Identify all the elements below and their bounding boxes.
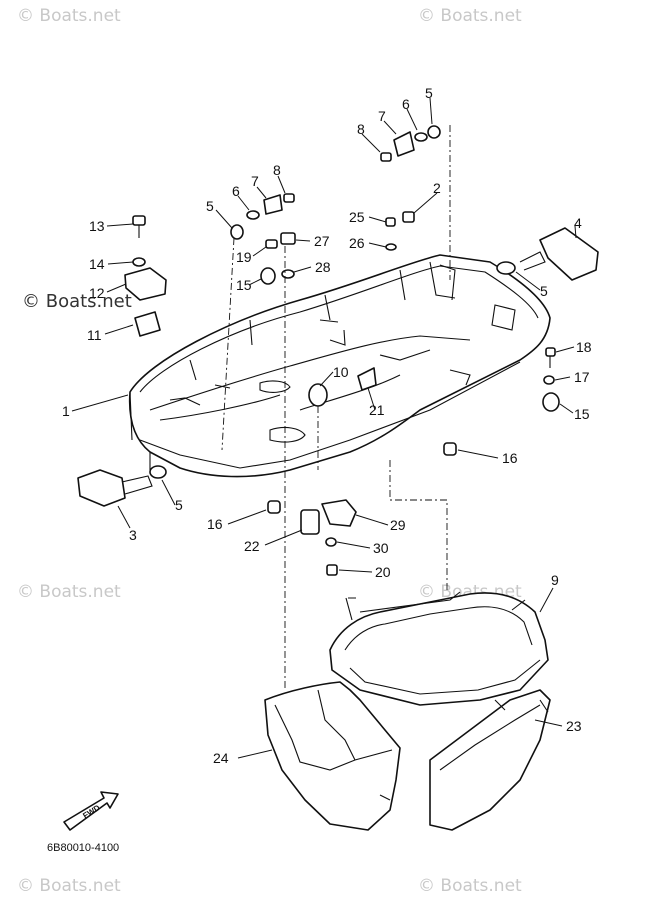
damper-15-a (260, 267, 276, 285)
washer-17 (543, 375, 555, 385)
clamp-bracket-4 (519, 227, 599, 281)
callout-22: 22 (244, 538, 260, 554)
watermark-top-right: © Boats.net (418, 6, 522, 26)
assembly-lines (221, 125, 451, 690)
callout-19: 19 (236, 249, 252, 265)
watermark-bottom-right: © Boats.net (418, 876, 522, 896)
callout-30: 30 (373, 540, 389, 556)
callout-15-a: 15 (236, 277, 252, 293)
washer-6-a (246, 210, 260, 220)
callout-1: 1 (62, 403, 70, 419)
fwd-arrow-icon: FWD (63, 791, 119, 831)
callout-28: 28 (315, 259, 331, 275)
callout-23: 23 (566, 718, 582, 734)
watermark-left-dark: © Boats.net (22, 291, 132, 312)
bolt-8-b (380, 152, 392, 162)
callout-6-b: 6 (402, 96, 410, 112)
callout-25: 25 (349, 209, 365, 225)
washer-28 (281, 269, 295, 279)
bolt-18 (545, 347, 556, 368)
washer-14 (132, 257, 146, 267)
bracket-7-b (393, 131, 415, 157)
damper-15-b (542, 392, 560, 412)
grommet-5-right (496, 261, 516, 275)
callout-3: 3 (129, 527, 137, 543)
watermark-mid-left: © Boats.net (17, 582, 121, 602)
clip-21 (357, 367, 377, 391)
callout-13: 13 (89, 218, 105, 234)
bracket-7-a (263, 194, 283, 215)
callout-8-b: 8 (357, 121, 365, 137)
clamp-bracket-3 (77, 469, 153, 507)
lower-cover-right-23 (429, 689, 551, 831)
screw-16-b (267, 500, 281, 514)
grommet-11 (134, 311, 161, 337)
callout-7-a: 7 (251, 173, 259, 189)
callout-24: 24 (213, 750, 229, 766)
screw-16-a (443, 442, 457, 456)
callout-15-b: 15 (574, 406, 590, 422)
holder-12 (124, 267, 167, 301)
callout-11: 11 (87, 327, 102, 343)
callout-8-a: 8 (273, 162, 281, 178)
bolt-25 (385, 217, 396, 227)
callout-14: 14 (89, 256, 105, 272)
diagram-code: 6B80010-4100 (47, 842, 120, 854)
bottom-cowling-pan (128, 254, 551, 478)
grommet-5-top (230, 224, 244, 240)
callout-27: 27 (314, 233, 330, 249)
seal-frame-9 (329, 591, 549, 706)
callout-12: 12 (89, 285, 105, 301)
callout-17: 17 (574, 369, 590, 385)
grommet-5-left (149, 465, 167, 479)
bracket-29 (321, 499, 357, 527)
screw-20 (326, 564, 338, 576)
plug-10 (308, 383, 328, 407)
watermark-bottom-left: © Boats.net (17, 876, 121, 896)
callout-29: 29 (390, 517, 406, 533)
callout-9: 9 (551, 572, 559, 588)
callout-20: 20 (375, 564, 391, 580)
bolt-13 (132, 215, 146, 238)
callout-18: 18 (576, 339, 592, 355)
part-2 (402, 211, 415, 223)
callout-5-right: 5 (540, 283, 548, 299)
bolt-27 (280, 232, 296, 245)
callout-16-a: 16 (502, 450, 518, 466)
bolt-19 (265, 239, 278, 249)
callout-26: 26 (349, 235, 365, 251)
callout-5-left: 5 (175, 497, 183, 513)
lever-22 (300, 509, 320, 535)
callout-4: 4 (574, 215, 582, 231)
watermark-top-left: © Boats.net (17, 6, 121, 26)
callouts: 1 2 3 4 5 5 5 5 6 6 7 7 8 8 9 10 11 12 1… (62, 85, 592, 766)
bolt-8-a (283, 193, 295, 203)
lower-cover-left-24 (264, 681, 401, 831)
callout-6-a: 6 (232, 183, 240, 199)
callout-7-b: 7 (378, 108, 386, 124)
washer-30 (325, 537, 337, 547)
callout-5-top: 5 (206, 198, 214, 214)
callout-2: 2 (433, 180, 441, 196)
callout-5-upper: 5 (425, 85, 433, 101)
washer-26 (385, 243, 397, 251)
leader-lines (71, 97, 577, 759)
callout-16-b: 16 (207, 516, 223, 532)
callout-10: 10 (333, 364, 349, 380)
callout-21: 21 (369, 402, 385, 418)
washer-6-b (414, 132, 428, 142)
grommet-5-upper (427, 125, 441, 139)
